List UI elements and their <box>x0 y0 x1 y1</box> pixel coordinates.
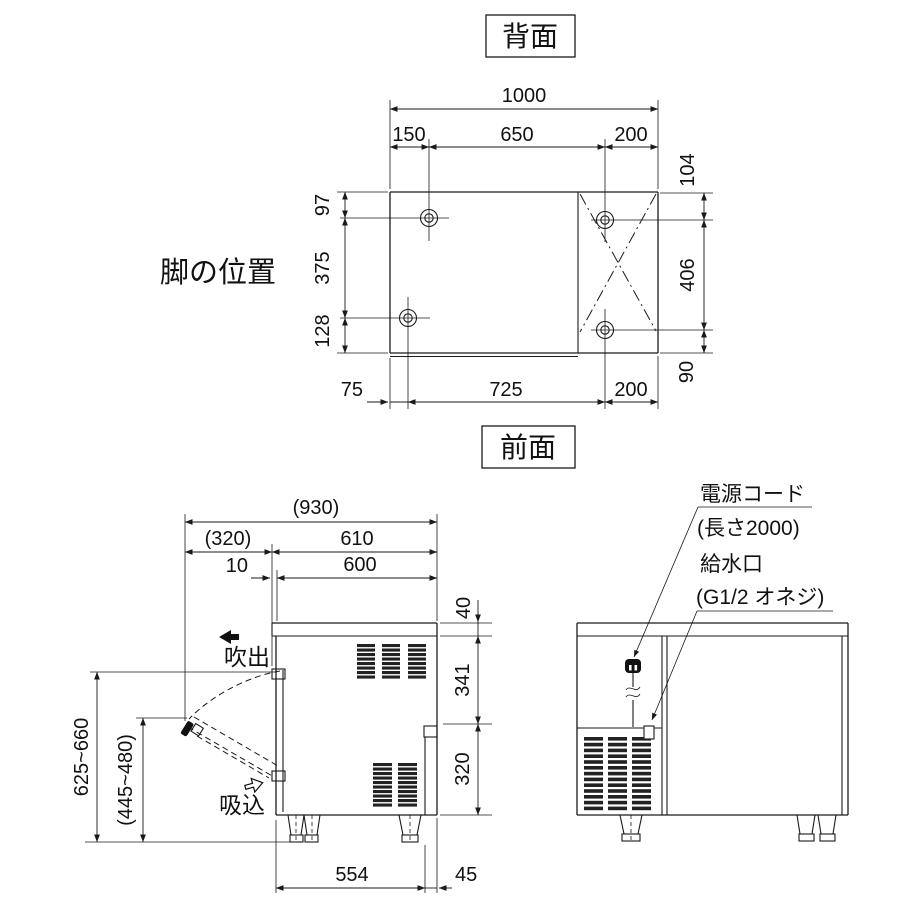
leg-position-label: 脚の位置 <box>160 256 276 289</box>
front-title: 前面 <box>500 432 556 463</box>
dim-rear-bottom-2: 725 <box>489 379 522 401</box>
water-inlet-thread-label: (G1/2 オネジ) <box>696 586 824 609</box>
leg-foot <box>401 834 419 843</box>
dim-rear-right-2: 406 <box>677 258 699 291</box>
dim-front-inner: 600 <box>343 554 376 576</box>
side-legs <box>619 814 837 842</box>
front-dimension-lines <box>94 519 481 891</box>
vent-column <box>382 644 400 679</box>
suction-label: 吸込 <box>219 792 265 818</box>
water-inlet-fitting <box>643 725 655 740</box>
dim-rear-overall: 1000 <box>502 85 547 107</box>
dim-rear-bottom-1: 75 <box>341 379 363 401</box>
dim-rear-top-1: 150 <box>392 124 425 146</box>
water-inlet-label: 給水口 <box>700 553 763 576</box>
power-cord-label: 電源コード <box>700 483 805 506</box>
front-legs <box>287 814 422 843</box>
dim-front-door-height: (445~480) <box>115 734 137 826</box>
front-top-vent-grille <box>357 644 426 679</box>
open-door-edge <box>193 716 279 767</box>
dim-front-upper-height: 341 <box>452 663 474 696</box>
water-inlet-leader-line <box>651 610 698 721</box>
leg-foot <box>798 833 815 842</box>
clearance-x-mark <box>579 193 657 333</box>
suction-arrow-icon <box>244 777 264 794</box>
dim-front-overall: (930) <box>293 497 340 519</box>
blowout-label: 吹出 <box>224 644 270 670</box>
vent-column <box>408 644 426 679</box>
front-extension-lines <box>85 514 492 893</box>
clearance-x-mark <box>579 193 657 332</box>
dim-rear-top-2: 650 <box>500 124 533 146</box>
rear-extension-lines <box>337 100 713 409</box>
leg-foot <box>819 833 836 842</box>
side-machine-outline <box>576 622 849 816</box>
dim-front-bottom-inset: 45 <box>455 864 477 886</box>
vent-column <box>357 644 375 679</box>
dim-rear-bottom-3: 200 <box>614 379 647 401</box>
power-cord-leader-line <box>633 506 699 658</box>
power-cord-length-label: (長さ2000) <box>697 517 800 540</box>
dim-rear-left-1: 97 <box>312 194 334 216</box>
door-swing <box>180 670 281 779</box>
vent-column <box>584 737 603 811</box>
leg-foot <box>304 834 319 843</box>
rear-dimension-lines <box>342 106 707 405</box>
dim-front-door: (320) <box>205 528 252 550</box>
dim-front-height-range: 625~660 <box>71 718 93 796</box>
vent-column <box>608 737 627 811</box>
vent-column <box>632 737 651 811</box>
callouts: 電源コード (長さ2000) 給水口 (G1/2 オネジ) <box>633 483 833 721</box>
dim-rear-top-3: 200 <box>614 124 647 146</box>
leg-foot <box>621 833 641 842</box>
leg <box>817 814 837 835</box>
vent-column <box>373 763 392 807</box>
open-door-edge <box>196 735 270 779</box>
door-hinge-top <box>271 668 286 680</box>
door-hinge-bottom <box>271 770 286 782</box>
side-vent-grille <box>584 737 651 811</box>
dim-rear-left-3: 128 <box>312 314 334 347</box>
dim-front-offset: 10 <box>226 555 248 577</box>
rear-outline <box>389 191 659 358</box>
front-view: 前面 <box>71 425 576 893</box>
dim-front-bottom-width: 554 <box>335 864 368 886</box>
rear-leg-symbols <box>398 208 615 340</box>
door-handle-bracket <box>190 722 205 737</box>
dim-front-top-height: 40 <box>453 597 475 619</box>
dim-rear-right-3: 90 <box>676 361 698 383</box>
front-title-box <box>481 425 576 469</box>
front-machine-outline <box>271 622 438 816</box>
blowout-arrow-icon <box>219 630 239 644</box>
front-bottom-vent-grille <box>373 763 417 807</box>
door-handle <box>180 721 194 737</box>
rear-title-box <box>485 14 576 58</box>
rear-title: 背面 <box>502 21 558 52</box>
side-inlet-box <box>423 725 438 738</box>
dim-front-lower-height: 320 <box>452 752 474 785</box>
door-swing-arc <box>188 670 281 720</box>
leg <box>796 814 816 835</box>
open-door-edge <box>187 726 275 778</box>
leg-foot <box>289 834 304 843</box>
side-view: 電源コード (長さ2000) 給水口 (G1/2 オネジ) <box>576 483 849 842</box>
rear-view: 背面 脚の位置 <box>160 14 713 409</box>
power-plug-icon <box>625 659 641 673</box>
dim-rear-left-2: 375 <box>312 251 334 284</box>
power-cord <box>625 673 641 727</box>
dim-front-body: 610 <box>340 528 373 550</box>
vent-column <box>398 763 417 807</box>
dim-rear-right-1: 104 <box>677 153 699 186</box>
